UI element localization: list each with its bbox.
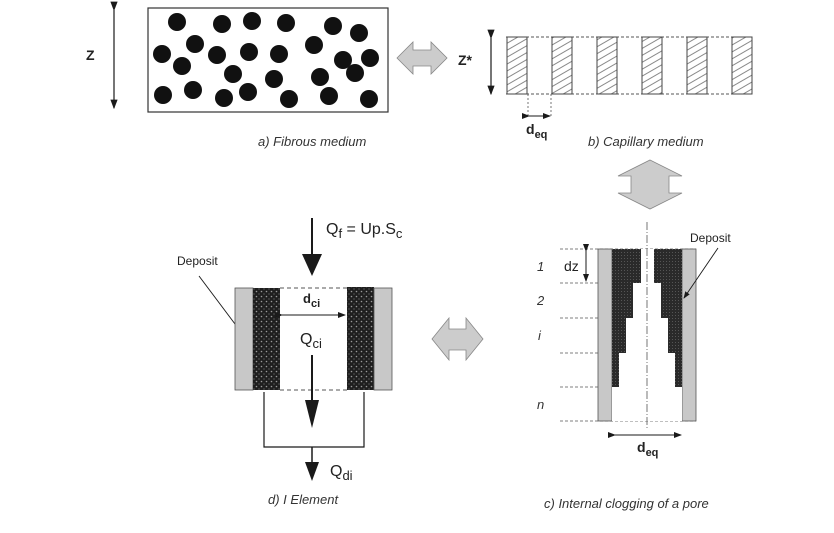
fiber: [311, 68, 329, 86]
capillary-walls: [506, 36, 753, 95]
fiber: [277, 14, 295, 32]
fiber: [305, 36, 323, 54]
equivalence-arrow-cd-icon: [431, 316, 484, 362]
right-wall: [373, 287, 393, 391]
fiber: [324, 17, 342, 35]
outflow-arrow-icon: [305, 462, 319, 481]
fiber: [280, 90, 298, 108]
deq-label-c: deq: [637, 439, 658, 459]
left-deposit: [253, 288, 280, 390]
inflow-label: Qf = Up.Sc: [326, 221, 403, 241]
layer-label-i: i: [538, 328, 542, 343]
fiber: [265, 70, 283, 88]
fiber: [320, 87, 338, 105]
fiber: [154, 86, 172, 104]
equivalence-arrow-bc-icon: [617, 159, 683, 210]
fiber-cross-sections: [153, 12, 379, 108]
deq-label-b: deq: [526, 121, 547, 141]
dci-label: dci: [303, 291, 320, 310]
right-deposit: [347, 287, 374, 390]
layer-label-n: n: [537, 397, 544, 412]
caption-c: c) Internal clogging of a pore: [544, 496, 709, 511]
layer-label-2: 2: [536, 293, 545, 308]
panel-c-internal-clogging: dz 1 2 i n Deposit deq c) Internal clogg…: [536, 222, 731, 511]
fiber: [173, 57, 191, 75]
fiber: [224, 65, 242, 83]
fiber: [213, 15, 231, 33]
qci-label: Qci: [300, 331, 322, 351]
fiber: [334, 51, 352, 69]
equivalence-arrow-ab-icon: [396, 41, 448, 75]
collector-bracket: [263, 392, 365, 448]
z-star-label: Z*: [458, 52, 473, 68]
deposit-pointer-c: [683, 247, 719, 299]
fiber: [168, 13, 186, 31]
fiber: [208, 46, 226, 64]
fiber: [361, 49, 379, 67]
fiber: [186, 35, 204, 53]
fiber: [240, 43, 258, 61]
pore-left-wall: [597, 248, 613, 422]
deposit-label-d: Deposit: [177, 254, 218, 268]
deposit-label-c: Deposit: [690, 231, 731, 245]
inner-flow-arrow-icon: [305, 400, 319, 428]
caption-d: d) I Element: [268, 492, 339, 507]
fiber: [215, 89, 233, 107]
capillary-wall: [551, 36, 573, 95]
fiber: [346, 64, 364, 82]
capillary-wall: [506, 36, 528, 95]
fiber: [184, 81, 202, 99]
capillary-wall: [686, 36, 708, 95]
inflow-arrow-icon: [302, 254, 322, 276]
layer-label-1: 1: [537, 259, 544, 274]
capillary-wall: [731, 36, 753, 95]
caption-b: b) Capillary medium: [588, 134, 704, 149]
z-label: Z: [86, 47, 95, 63]
pore-right-wall: [681, 248, 697, 422]
dz-label: dz: [564, 258, 579, 274]
fiber: [360, 90, 378, 108]
qdi-label: Qdi: [330, 463, 353, 483]
left-wall: [234, 287, 254, 391]
capillary-wall: [596, 36, 618, 95]
capillary-wall: [641, 36, 663, 95]
panel-d-element: Qf = Up.Sc Deposit dci Qci Qdi d) I Elem…: [177, 218, 403, 507]
fiber: [239, 83, 257, 101]
fiber: [270, 45, 288, 63]
panel-a-fibrous-medium: Z a) Fibrous medium: [86, 1, 389, 149]
caption-a: a) Fibrous medium: [258, 134, 367, 149]
fiber: [153, 45, 171, 63]
fiber: [243, 12, 261, 30]
pore-opening: [641, 249, 654, 283]
fiber: [350, 24, 368, 42]
panel-b-capillary-medium: Z* deq b) Capillary medium: [458, 29, 753, 149]
